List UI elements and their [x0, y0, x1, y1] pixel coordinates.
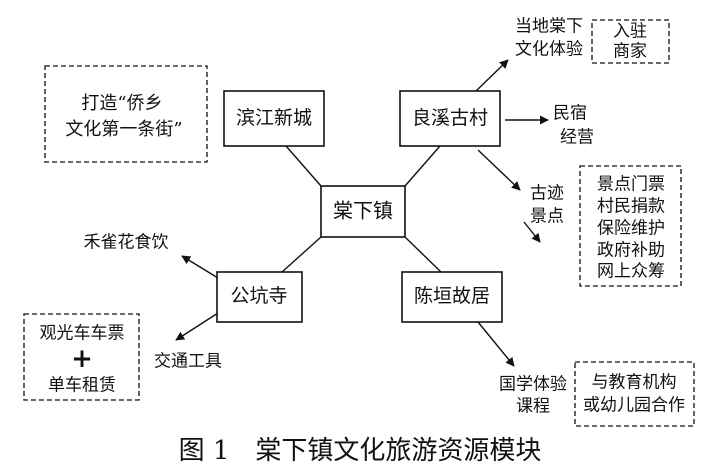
chenyuan-node-label: 陈垣故居	[414, 285, 490, 307]
funding-line-1: 景点门票	[597, 175, 665, 195]
tickets-plus: +	[71, 344, 93, 374]
figure-caption: 图 1 棠下镇文化旅游资源模块	[179, 436, 542, 466]
merchants-box	[591, 19, 670, 64]
connector-lines	[281, 145, 442, 273]
vegetarian-label: 禾雀花食饮	[84, 233, 169, 253]
dashed-boxes	[23, 19, 695, 427]
binjiang-goal-line-2: 文化第一条街”	[65, 119, 182, 140]
line-center-chenyuan	[404, 236, 442, 273]
chenyuan-node-box	[401, 271, 503, 323]
arrow-to-local-culture	[475, 59, 509, 92]
course-line-2: 课程	[516, 397, 550, 417]
funding-line-4: 政府补助	[597, 241, 665, 261]
education-line-2: 或幼儿园合作	[583, 396, 685, 416]
education-line-1: 与教育机构	[592, 373, 677, 393]
line-center-binjiang	[285, 145, 322, 187]
funding-box	[579, 165, 682, 287]
node-boxes	[216, 90, 503, 323]
center-node-box	[320, 185, 406, 238]
gongkeng-node-label: 公坑寺	[230, 285, 287, 307]
homestay-line-1: 民宿	[553, 104, 587, 124]
binjiang-node-label: 滨江新城	[236, 107, 312, 129]
arrows	[175, 59, 549, 367]
heritage-line-2: 景点	[530, 207, 564, 227]
tickets-line-3: 单车租赁	[48, 376, 116, 396]
binjiang-node-box	[223, 90, 325, 147]
arrow-to-course	[477, 321, 515, 367]
gongkeng-node-box	[216, 271, 303, 323]
liangxi-node-box	[399, 90, 501, 147]
funding-line-2: 村民捐款	[597, 197, 665, 217]
arrow-funding-to-heritage	[523, 221, 541, 243]
local-culture-line-1: 当地棠下	[515, 17, 583, 37]
heritage-line-1: 古迹	[530, 184, 564, 204]
arrow-to-transport	[175, 312, 219, 341]
tickets-box	[23, 313, 140, 401]
local-culture-line-2: 文化体验	[515, 40, 583, 60]
outcome-labels: 打造“侨乡 文化第一条街” 当地棠下 文化体验 入驻 商家 民宿 经营 古迹 景…	[40, 17, 686, 417]
binjiang-goal-box	[44, 65, 208, 163]
transport-label: 交通工具	[154, 352, 222, 372]
course-line-1: 国学体验	[499, 375, 567, 395]
funding-line-5: 网上众筹	[597, 262, 665, 282]
funding-line-3: 保险维护	[597, 219, 665, 239]
merchants-line-1: 入驻	[613, 22, 647, 42]
line-center-liangxi	[404, 145, 441, 187]
tickets-line-1: 观光车车票	[40, 324, 125, 344]
node-labels: 棠下镇 滨江新城 良溪古村 公坑寺 陈垣故居	[230, 107, 490, 307]
homestay-line-2: 经营	[560, 128, 594, 148]
line-center-gongkeng	[281, 236, 322, 273]
arrow-to-vegetarian	[181, 255, 219, 279]
arrow-to-heritage	[477, 149, 521, 191]
education-box	[574, 361, 695, 427]
center-node-label: 棠下镇	[333, 199, 393, 223]
binjiang-goal-line-1: 打造“侨乡	[81, 93, 162, 114]
liangxi-node-label: 良溪古村	[412, 107, 488, 129]
merchants-line-2: 商家	[613, 42, 647, 62]
